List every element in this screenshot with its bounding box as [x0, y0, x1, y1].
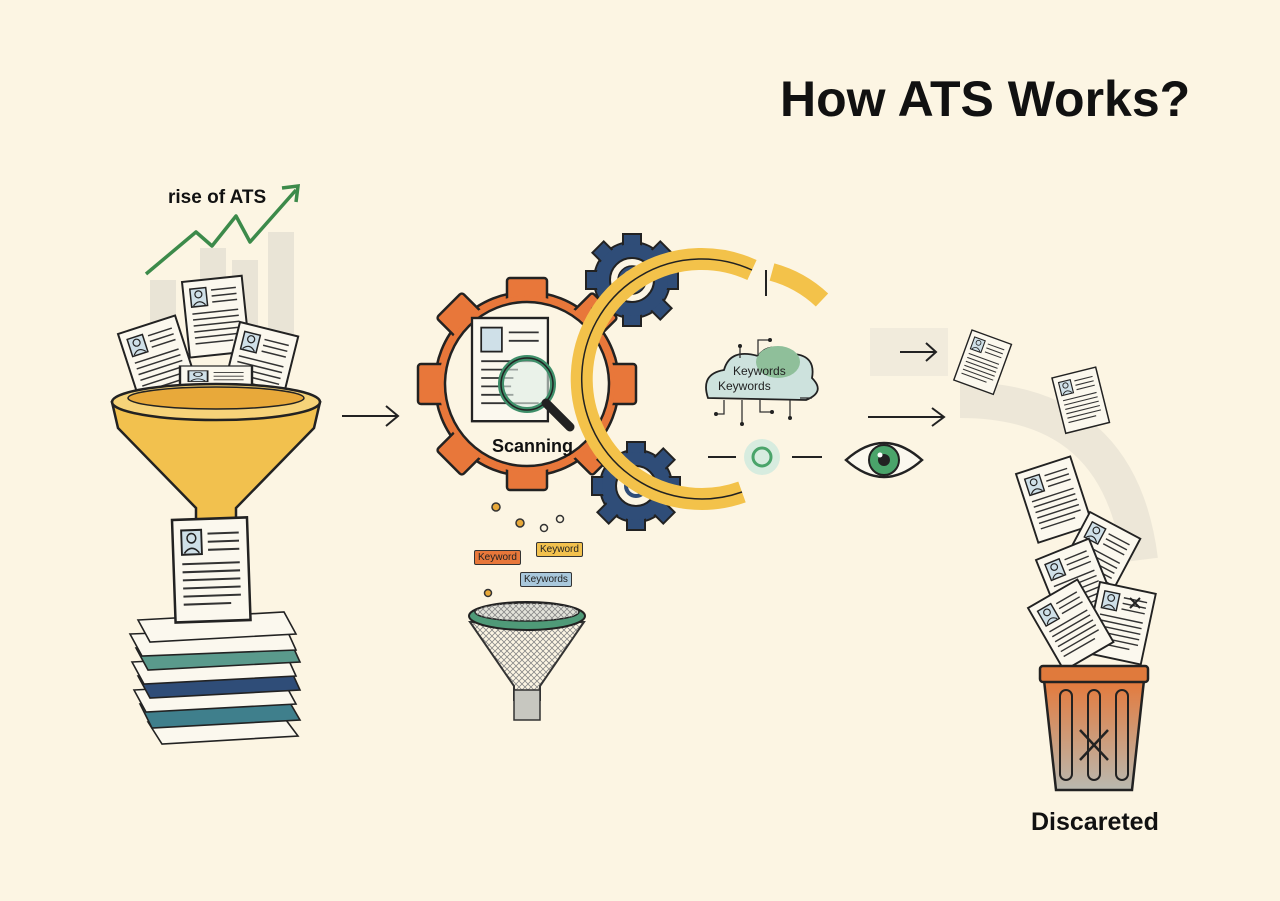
matching-ring [570, 247, 829, 510]
cloud-icon [705, 338, 819, 426]
arrow-icon [342, 405, 400, 427]
keyword-tag: Keyword [536, 542, 583, 557]
magnifier-icon [498, 355, 575, 432]
trash-icon [1038, 664, 1150, 792]
cloud-keyword-2: Keywords [718, 379, 771, 393]
keyword-tag: Keyword [474, 550, 521, 565]
filter-icon [468, 601, 586, 721]
discarded-label: Discareted [1031, 808, 1159, 836]
arrow-icon [870, 328, 948, 376]
falling-resumes [953, 329, 1157, 672]
cloud-keyword-1: Keywords [733, 364, 786, 378]
status-line [708, 439, 822, 475]
intake-label: rise of ATS [168, 187, 267, 208]
reject-mark-icon [1129, 597, 1141, 609]
falling-path [959, 382, 1158, 563]
document-stack [128, 516, 302, 745]
keyword-particles [483, 502, 565, 598]
eye-icon [844, 441, 924, 479]
arrow-icon [868, 407, 946, 427]
page-title: How ATS Works? [780, 71, 1191, 127]
trend-arrow-icon [144, 183, 301, 276]
scanning-label: Scanning [492, 436, 574, 456]
funnel-icon [110, 382, 322, 548]
document-icon [170, 516, 252, 624]
keyword-tag: Keywords [520, 572, 572, 587]
